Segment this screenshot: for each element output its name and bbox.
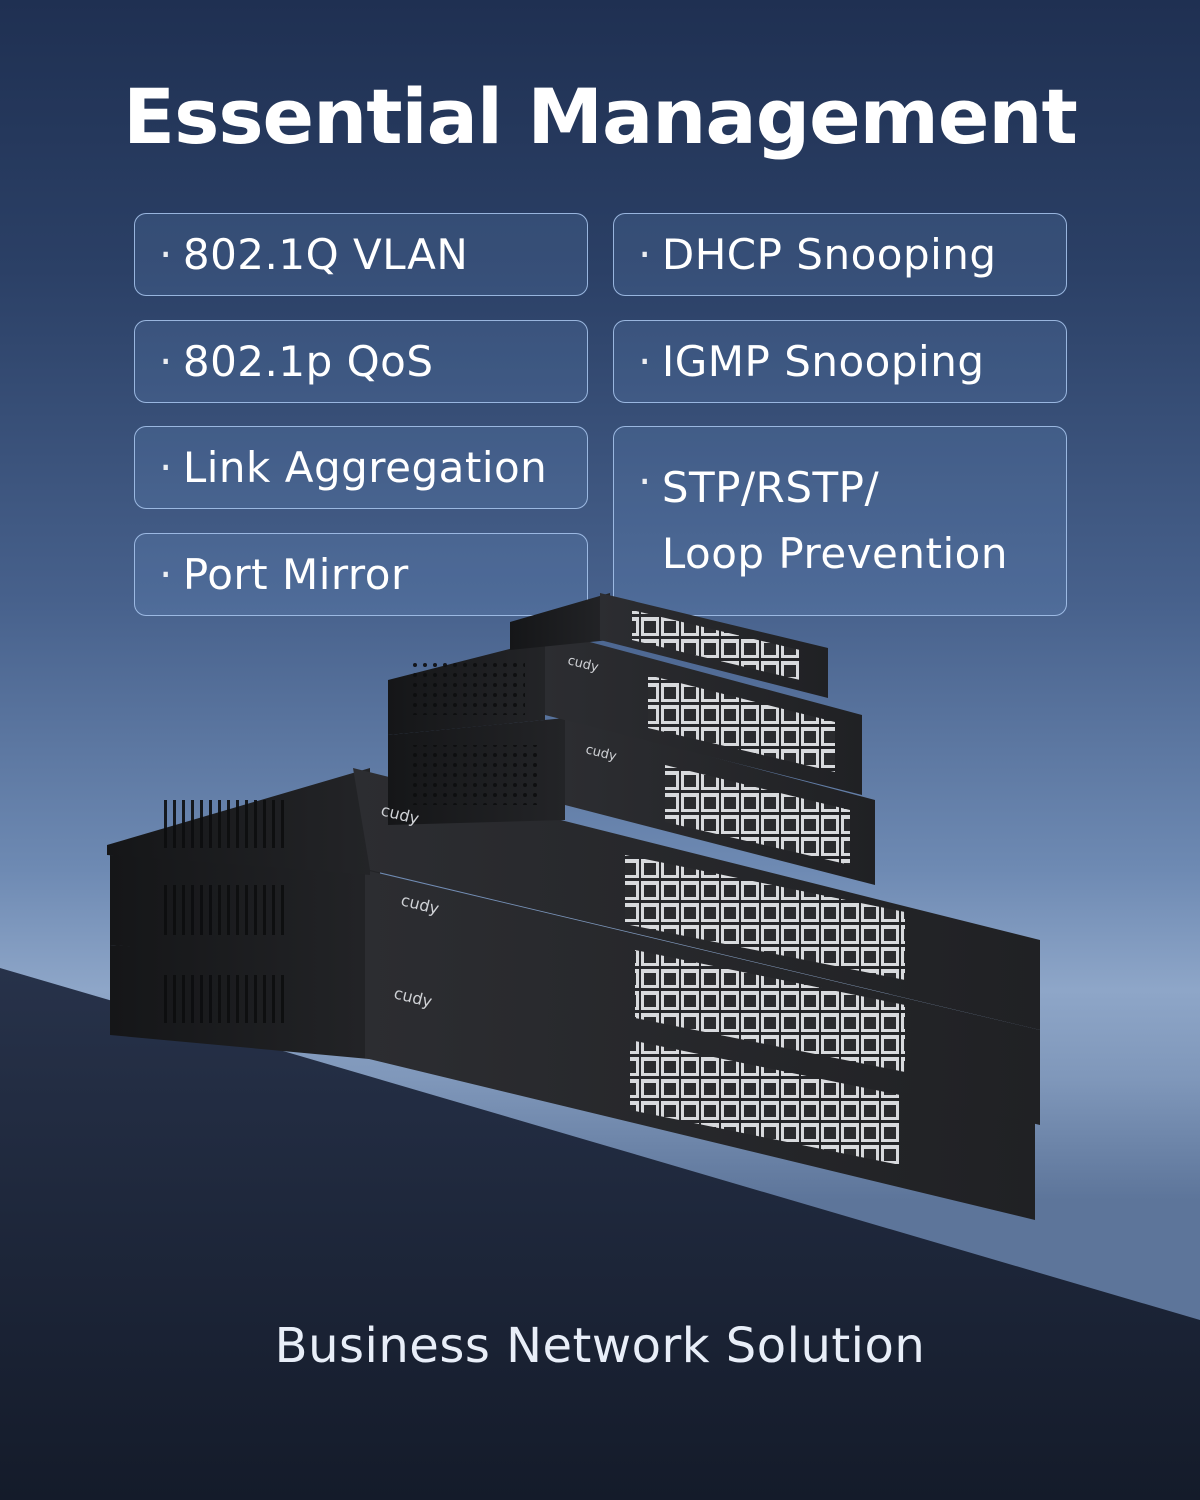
switch-16-lower bbox=[388, 718, 875, 885]
switch-24-top bbox=[107, 768, 1040, 1030]
feature-vlan: · 802.1Q VLAN bbox=[134, 213, 588, 296]
feature-qos-label: 802.1p QoS bbox=[182, 337, 434, 386]
feature-stp-line1: STP/RSTP/ bbox=[661, 463, 880, 512]
feature-dhcp-snooping: · DHCP Snooping bbox=[613, 213, 1067, 296]
feature-stp-lines: STP/RSTP/ Loop Prevention bbox=[662, 455, 1008, 587]
headline: Essential Management bbox=[123, 72, 1078, 161]
brand-logo-16-upper: cudy bbox=[566, 653, 600, 675]
brand-logo-16-lower: cudy bbox=[584, 742, 618, 764]
bullet: · bbox=[159, 230, 173, 279]
feature-mirror-label: Port Mirror bbox=[182, 550, 409, 599]
bullet: · bbox=[159, 550, 173, 599]
bullet: · bbox=[638, 457, 652, 506]
feature-link-aggregation: · Link Aggregation bbox=[134, 426, 588, 509]
brand-logo-24-bottom: cudy bbox=[392, 983, 434, 1011]
bullet: · bbox=[159, 443, 173, 492]
switch-24-bottom bbox=[110, 945, 1035, 1220]
feature-dhcp-label: DHCP Snooping bbox=[661, 230, 997, 279]
switch-16-upper bbox=[388, 630, 862, 795]
feature-stp-loop-prevention: · STP/RSTP/ Loop Prevention bbox=[613, 426, 1067, 616]
ledge-surface bbox=[0, 968, 1200, 1500]
tagline: Business Network Solution bbox=[274, 1318, 926, 1374]
feature-lag-label: Link Aggregation bbox=[182, 443, 548, 492]
bullet: · bbox=[638, 337, 652, 386]
feature-igmp-snooping: · IGMP Snooping bbox=[613, 320, 1067, 403]
bullet: · bbox=[159, 337, 173, 386]
feature-stp-line2: Loop Prevention bbox=[661, 529, 1008, 578]
feature-vlan-label: 802.1Q VLAN bbox=[182, 230, 469, 279]
feature-port-mirror: · Port Mirror bbox=[134, 533, 588, 616]
bullet: · bbox=[638, 230, 652, 279]
brand-logo-24-top: cudy bbox=[379, 800, 421, 828]
brand-logo-24-middle: cudy bbox=[399, 890, 441, 918]
switch-24-middle bbox=[110, 855, 1040, 1125]
feature-qos: · 802.1p QoS bbox=[134, 320, 588, 403]
feature-igmp-label: IGMP Snooping bbox=[661, 337, 985, 386]
